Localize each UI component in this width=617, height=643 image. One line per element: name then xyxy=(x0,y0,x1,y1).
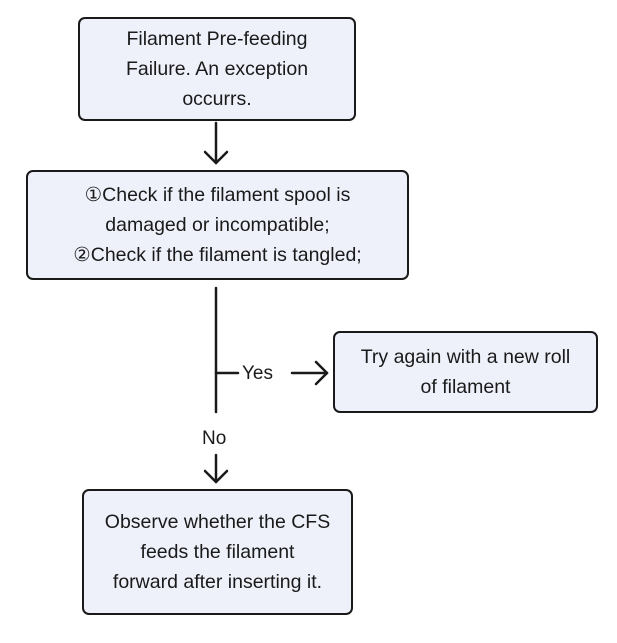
retry-node-line: of filament xyxy=(420,376,511,398)
start-node-line: Filament Pre-feeding xyxy=(126,28,308,50)
check-node-line: ②Check if the filament is tangled; xyxy=(73,244,362,266)
yes-label: Yes xyxy=(242,362,273,386)
start-node: Filament Pre-feeding Failure. An excepti… xyxy=(78,17,356,121)
retry-node: Try again with a new roll of filament xyxy=(333,331,598,413)
observe-node: Observe whether the CFS feeds the filame… xyxy=(82,489,353,615)
no-label: No xyxy=(202,425,227,453)
arrowhead-yes-to-retry xyxy=(314,360,329,386)
arrowhead-no-to-observe xyxy=(203,469,229,484)
start-node-line: occurrs. xyxy=(182,88,252,110)
observe-node-line: forward after inserting it. xyxy=(112,571,323,593)
observe-node-line: Observe whether the CFS xyxy=(104,511,331,533)
arrowhead-start-to-check xyxy=(203,150,229,165)
check-node-line: ①Check if the filament spool is xyxy=(84,184,351,206)
check-node-line: damaged or incompatible; xyxy=(105,214,330,236)
check-node: ①Check if the filament spool is damaged … xyxy=(26,170,409,280)
start-node-line: Failure. An exception xyxy=(125,58,309,80)
retry-node-line: Try again with a new roll xyxy=(360,346,571,368)
observe-node-line: feeds the filament xyxy=(140,541,295,563)
